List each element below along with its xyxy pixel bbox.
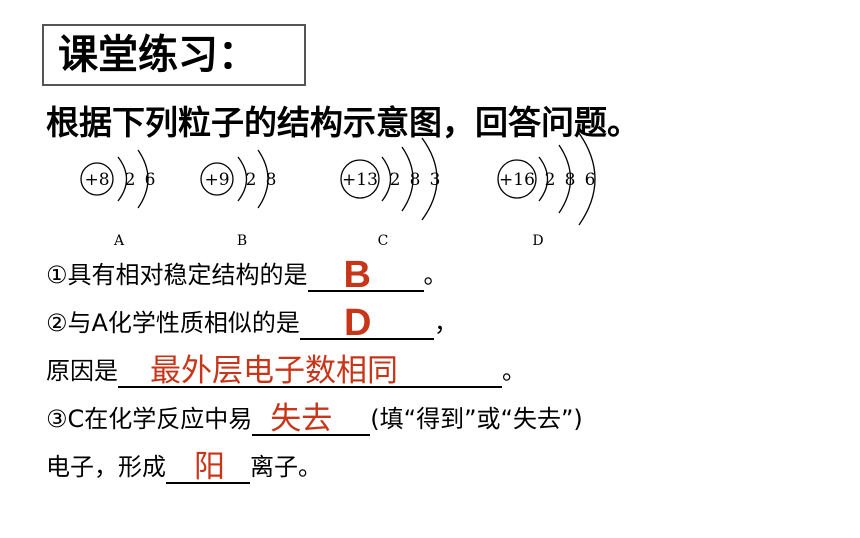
atom-d-shell-1-count: 2 xyxy=(545,170,556,190)
atom-a-nucleus-circle xyxy=(80,162,114,196)
question-3-line: ③C在化学反应中易失去 (填“得到”或“失去”) xyxy=(46,402,583,436)
question-3-blank: 失去 xyxy=(252,401,371,436)
atom-d-nucleus-label: +16 xyxy=(499,170,535,190)
question-3b-blank: 阳 xyxy=(166,449,250,484)
question-2b-line: 原因是 最外层电子数相同 。 xyxy=(46,354,526,388)
question-2-suffix: ， xyxy=(433,309,458,337)
atom-d-letter: D xyxy=(532,233,543,249)
atom-c-nucleus-label: +13 xyxy=(342,170,378,190)
atom-c-shell-2-count: 8 xyxy=(410,170,421,190)
atom-c-shell-2 xyxy=(401,146,414,212)
question-3b-suffix: 离子。 xyxy=(250,453,322,481)
question-3b-line: 电子，形成阳离子。 xyxy=(46,450,322,484)
question-2b-answer: 最外层电子数相同 xyxy=(150,353,398,388)
atom-d-shell-2 xyxy=(558,144,572,214)
question-1-prefix: ①具有相对稳定结构的是 xyxy=(46,261,308,289)
question-2b-blank: 最外层电子数相同 xyxy=(118,353,502,388)
question-3b-answer: 阳 xyxy=(194,449,225,484)
atom-a-shell-1-count: 2 xyxy=(125,170,136,190)
question-2-prefix: ②与A化学性质相似的是 xyxy=(46,309,300,337)
atom-a-diagram: +8 2 6 A xyxy=(80,149,156,249)
atom-d-nucleus-circle xyxy=(497,159,537,199)
question-text: 根据下列粒子的结构示意图，回答问题。 xyxy=(46,103,640,142)
question-2b-suffix: 。 xyxy=(502,357,526,385)
atom-c-shell-3-count: 3 xyxy=(430,170,441,190)
question-1-answer: B xyxy=(343,254,371,296)
atom-a-letter: A xyxy=(113,233,125,249)
title-box: 课堂练习： xyxy=(42,24,306,86)
atom-b-nucleus-label: +9 xyxy=(204,170,229,190)
atom-structure-diagram: +8 2 6 A +9 2 8 B +13 2 8 3 C xyxy=(80,132,596,249)
atom-d-shell-3-count: 6 xyxy=(585,170,596,190)
atom-a-shell-1 xyxy=(117,156,128,202)
question-3b-prefix: 电子，形成 xyxy=(46,453,166,481)
question-3-prefix: ③C在化学反应中易 xyxy=(46,405,253,433)
atom-b-diagram: +9 2 8 B xyxy=(200,149,277,249)
atom-b-shell-2 xyxy=(257,149,269,209)
question-3-answer: 失去 xyxy=(270,401,333,436)
atom-c-shell-3 xyxy=(421,137,438,221)
question-1-blank: B xyxy=(307,254,424,296)
question-3-suffix: (填“得到”或“失去”) xyxy=(370,405,583,433)
atom-a-shell-2 xyxy=(137,149,149,209)
question-2-blank: D xyxy=(299,302,434,344)
question-2-answer: D xyxy=(343,302,372,344)
atom-c-letter: C xyxy=(378,233,389,249)
atom-b-letter: B xyxy=(237,233,247,249)
atom-c-nucleus-circle xyxy=(340,159,380,199)
atom-b-nucleus-circle xyxy=(200,162,234,196)
question-2b-prefix: 原因是 xyxy=(46,357,118,385)
atom-c-shell-1 xyxy=(381,156,392,202)
question-1-suffix: 。 xyxy=(423,261,448,289)
atom-a-shell-2-count: 6 xyxy=(145,170,156,190)
atom-b-shell-2-count: 8 xyxy=(266,170,277,190)
atom-b-shell-1 xyxy=(237,156,248,202)
question-1-line: ①具有相对稳定结构的是 B 。 xyxy=(46,254,448,296)
atom-c-shell-1-count: 2 xyxy=(390,170,401,190)
atom-a-nucleus-label: +8 xyxy=(84,170,109,190)
atom-d-shell-2-count: 8 xyxy=(565,170,576,190)
atom-d-shell-3 xyxy=(578,132,596,226)
question-2-line: ②与A化学性质相似的是 D ， xyxy=(46,302,458,344)
atom-d-shell-1 xyxy=(538,156,549,202)
atom-d-diagram: +16 2 8 6 D xyxy=(497,132,596,249)
atom-c-diagram: +13 2 8 3 C xyxy=(340,137,441,249)
atom-b-shell-1-count: 2 xyxy=(246,170,257,190)
